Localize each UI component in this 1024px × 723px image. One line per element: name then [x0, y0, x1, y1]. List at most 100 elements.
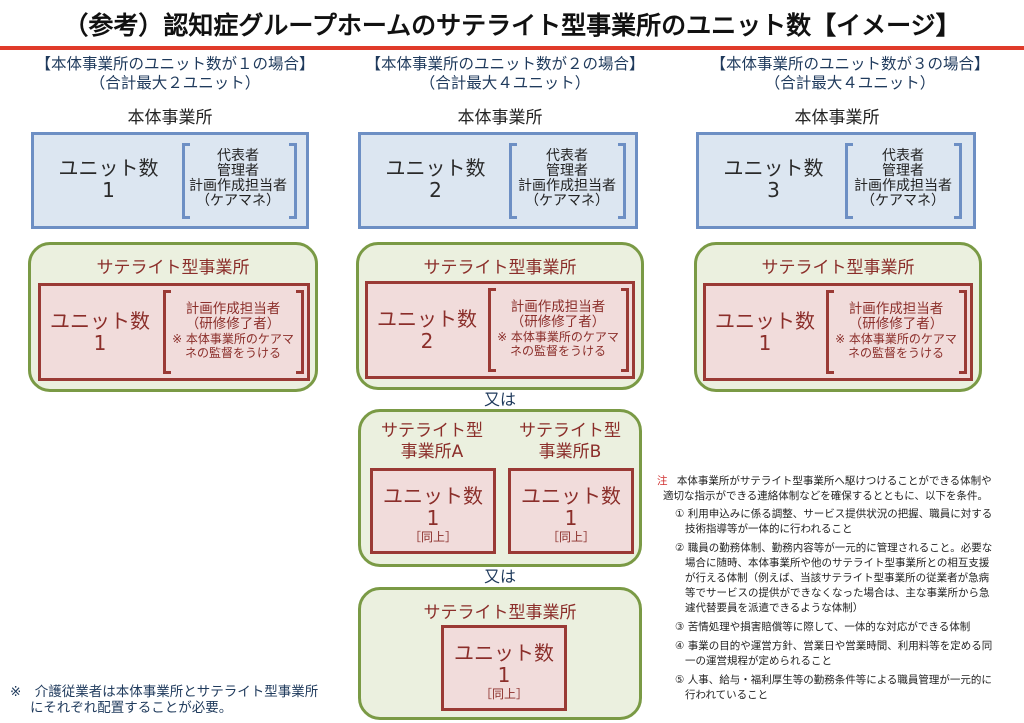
unit-label: ユニット数 [58, 156, 159, 180]
unit-label: ユニット数 [715, 309, 815, 333]
satellite-b-unit-box: ユニット数 1 ［同上］ [508, 468, 634, 554]
bracket-left-icon [488, 288, 496, 372]
staff-item: （研修修了者） [510, 314, 606, 330]
note-line: ② 職員の勤務体制、勤務内容等が一元的に管理されること。必要な [675, 542, 993, 554]
unit-value: 2 [420, 329, 434, 353]
note-line: 技術指導等が一体的に行われること [685, 523, 853, 535]
satellite-office-outer: サテライト型事業所 ユニット数 1 計画作成担当者 （研修修了者） ※ 本体事業… [28, 242, 318, 392]
unit-label: ユニット数 [454, 641, 554, 665]
unit-value: 1 [93, 331, 107, 355]
staff-item: 管理者 [546, 163, 588, 179]
unit-value: 1 [102, 178, 115, 202]
satellite-a-unit-box: ユニット数 1 ［同上］ [370, 468, 496, 554]
case-heading-text: 【本体事業所のユニット数が２の場合】 [365, 55, 645, 73]
note-line: ④ 事業の目的や運営方針、営業日や営業時間、利用料等を定める同 [675, 640, 993, 652]
footnote-line: ※ 介護従業者は本体事業所とサテライト型事業所 [10, 684, 319, 700]
note-line: が行える体制（例えば、当該サテライト型事業所の従業者が急病 [685, 572, 990, 584]
supervision-note: ネの監督をうける [847, 346, 944, 360]
satellite-unit-box: ユニット数 1 計画作成担当者 （研修修了者） ※ 本体事業所のケアマ ネの監督… [38, 283, 310, 381]
same-as-above-label: ［同上］ [479, 687, 528, 701]
unit-label: ユニット数 [383, 484, 483, 508]
note-item-3: ③ 苦情処理や損害賠償等に際して、一体的な対応ができる体制 [657, 620, 1019, 635]
note-line: 等でサービスの提供ができなくなった場合は、主な事業所から急 [685, 587, 990, 599]
bracket-right-icon [959, 290, 967, 374]
bracket-left-icon [845, 143, 853, 219]
staff-item: 管理者 [882, 163, 924, 179]
case-1-heading: 【本体事業所のユニット数が１の場合】 （合計最大２ユニット） [10, 55, 340, 93]
unit-value: 1 [564, 506, 578, 530]
satellite-b-label: サテライト型 事業所B [505, 421, 635, 463]
note-line: 場合に随時、本体事業所や他のサテライト型事業所との相互支援 [685, 557, 990, 569]
supervision-note: ※ 本体事業所のケアマ [497, 330, 619, 344]
main-office-label: 本体事業所 [127, 108, 213, 128]
note-intro: 注 本体事業所がサテライト型事業所へ駆けつけることができる体制や [657, 474, 1019, 489]
satellite-unit-count: ユニット数 1 ［同上］ [444, 642, 564, 702]
satellite-office-label: サテライト型事業所 [423, 258, 577, 278]
main-unit-count: ユニット数 2 [373, 157, 498, 201]
unit-label: ユニット数 [521, 484, 621, 508]
staff-item: 計画作成担当者 [510, 299, 606, 315]
satellite-office-outer: サテライト型事業所 ユニット数 2 計画作成担当者 （研修修了者） ※ 本体事業… [356, 242, 644, 390]
staffing-footnote: ※ 介護従業者は本体事業所とサテライト型事業所 にそれぞれ配置することが必要。 [10, 684, 355, 716]
main-staff-list: 代表者 管理者 計画作成担当者 （ケアマネ） [847, 149, 959, 209]
satellite-staff-list: 計画作成担当者 （研修修了者） ※ 本体事業所のケアマ ネの監督をうける [828, 302, 964, 361]
satellite-b-label-line: 事業所B [538, 442, 602, 462]
main-staff-list: 代表者 管理者 計画作成担当者 （ケアマネ） [511, 149, 623, 209]
bracket-right-icon [296, 290, 304, 374]
unit-value: 3 [767, 178, 780, 202]
staff-item: （ケアマネ） [525, 193, 609, 209]
satellite-b-label-line: サテライト型 [519, 421, 621, 441]
bracket-right-icon [954, 143, 962, 219]
staff-item: （ケアマネ） [196, 193, 280, 209]
satellite-office-label: サテライト型事業所 [423, 603, 577, 623]
main-office-box: ユニット数 1 代表者 管理者 計画作成担当者 （ケアマネ） [31, 132, 309, 229]
note-line: 遽代替要員を派遣できるような体制） [685, 602, 864, 614]
supervision-note: ネの監督をうける [184, 346, 281, 360]
satellite-staff-list: 計画作成担当者 （研修修了者） ※ 本体事業所のケアマ ネの監督をうける [165, 302, 301, 361]
staff-item: 代表者 [217, 148, 259, 164]
satellite-b-unit-count: ユニット数 1 ［同上］ [511, 485, 631, 545]
main-unit-count: ユニット数 3 [711, 157, 836, 201]
conditions-note: 注 本体事業所がサテライト型事業所へ駆けつけることができる体制や 適切な指示がで… [657, 474, 1019, 703]
bracket-right-icon [621, 288, 629, 372]
unit-value: 1 [426, 506, 440, 530]
note-item-4: ④ 事業の目的や運営方針、営業日や営業時間、利用料等を定める同 一の運営規程が定… [657, 639, 1019, 669]
case-subheading-text: （合計最大２ユニット） [89, 74, 261, 92]
supervision-note: ネの監督をうける [509, 344, 606, 358]
main-unit-count: ユニット数 1 [46, 157, 171, 201]
note-line: 一の運営規程が定められること [685, 655, 832, 667]
or-label: 又は [483, 390, 516, 409]
satellite-a-label-line: 事業所A [400, 442, 464, 462]
bracket-left-icon [163, 290, 171, 374]
staff-item: 計画作成担当者 [854, 178, 952, 194]
note-line: ③ 苦情処理や損害賠償等に際して、一体的な対応ができる体制 [675, 621, 971, 633]
main-office-box: ユニット数 2 代表者 管理者 計画作成担当者 （ケアマネ） [358, 132, 638, 229]
staff-item: （研修修了者） [848, 316, 944, 332]
staff-item: 計画作成担当者 [518, 178, 616, 194]
or-label: 又は [483, 567, 516, 586]
note-intro-line: 本体事業所がサテライト型事業所へ駆けつけることができる体制や [676, 475, 992, 487]
note-item-5: ⑤ 人事、給与・福利厚生等の勤務条件等による職員管理が一元的に 行われていること [657, 673, 1019, 703]
case-heading-text: 【本体事業所のユニット数が３の場合】 [710, 55, 990, 73]
satellite-office-label: サテライト型事業所 [761, 258, 915, 278]
note-item-1: ① 利用申込みに係る調整、サービス提供状況の把握、職員に対する 技術指導等が一体… [657, 507, 1019, 537]
note-line: 行われていること [685, 689, 769, 701]
note-line: ① 利用申込みに係る調整、サービス提供状況の把握、職員に対する [675, 508, 993, 520]
supervision-note: ※ 本体事業所のケアマ [172, 332, 294, 346]
case-subheading-text: （合計最大４ユニット） [419, 74, 591, 92]
satellite-unit-count: ユニット数 2 [372, 308, 482, 352]
bracket-right-icon [618, 143, 626, 219]
note-intro-line: 適切な指示ができる連絡体制などを確保するとともに、以下を条件。 [663, 490, 988, 502]
unit-label: ユニット数 [723, 156, 824, 180]
unit-value: 2 [429, 178, 442, 202]
footnote-line: にそれぞれ配置することが必要。 [30, 700, 233, 716]
staff-item: 計画作成担当者 [189, 178, 287, 194]
satellite-a-label-line: サテライト型 [381, 421, 483, 441]
main-office-label: 本体事業所 [794, 108, 880, 128]
same-as-above-label: ［同上］ [546, 530, 595, 544]
main-staff-list: 代表者 管理者 計画作成担当者 （ケアマネ） [184, 149, 292, 209]
staff-item: 代表者 [546, 148, 588, 164]
unit-label: ユニット数 [377, 307, 477, 331]
bracket-left-icon [509, 143, 517, 219]
unit-label: ユニット数 [50, 309, 150, 333]
